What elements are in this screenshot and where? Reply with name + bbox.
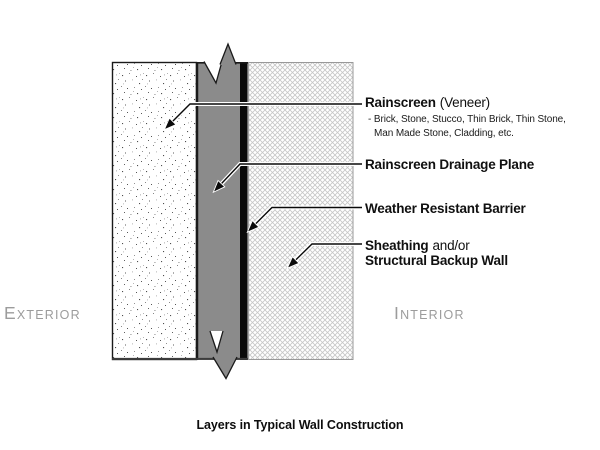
break-symbol-bottom (209, 330, 238, 380)
label-structural-backup-wall: Structural Backup Wall (365, 253, 508, 268)
layer-weather-barrier (240, 62, 248, 360)
label-rainscreen-examples-line2: Man Made Stone, Cladding, etc. (374, 128, 514, 139)
leader-line-sheathing (286, 243, 362, 270)
label-rainscreen: Rainscreen(Veneer) (365, 95, 490, 111)
layer-sheathing-backup (248, 62, 354, 360)
label-rainscreen-name: Rainscreen (365, 95, 436, 110)
exterior-label: Exterior (4, 303, 81, 323)
leader-line-weather-barrier (246, 206, 362, 234)
label-weather-barrier: Weather Resistant Barrier (365, 200, 526, 216)
veneer-drainage-divider (195, 62, 199, 360)
leader-line-drainage-plane (212, 163, 362, 194)
layer-drainage-plane (198, 62, 240, 360)
label-drainage-plane: Rainscreen Drainage Plane (365, 157, 535, 172)
leader-line-rainscreen (163, 103, 362, 131)
break-symbol-top (203, 42, 237, 85)
layer-rainscreen-veneer (111, 61, 198, 361)
label-rainscreen-qualifier: (Veneer) (439, 95, 490, 110)
diagram-caption: Layers in Typical Wall Construction (196, 418, 404, 432)
label-sheathing-name: Sheathing (365, 237, 429, 253)
label-sheathing-qualifier: and/or (432, 237, 470, 253)
label-rainscreen-examples-line1: - Brick, Stone, Stucco, Thin Brick, Thin… (368, 114, 566, 125)
interior-label: Interior (394, 303, 465, 323)
